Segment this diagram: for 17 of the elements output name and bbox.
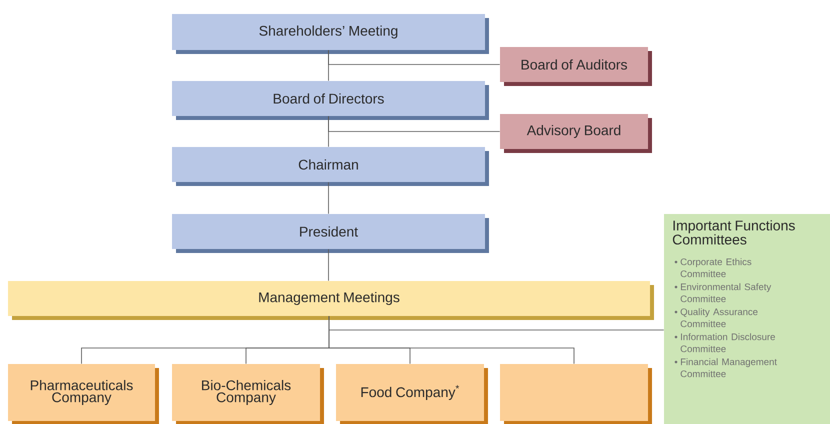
org-box: President: [172, 214, 489, 253]
side-box: Board of Auditors: [500, 47, 652, 86]
org-box: Chairman: [172, 147, 489, 186]
connector-line: [328, 316, 574, 364]
committee-panel: Important Functions Committees Corporate Ethics Committee Environmental Safety Committee Quality Assurance Committee Information Disclosure Committee Financial Management Committee: [664, 214, 830, 424]
connector-line: [328, 50, 500, 65]
company-box: Bio-Chemicals Company: [172, 364, 324, 424]
org-box: Shareholders’ Meeting: [172, 14, 489, 54]
company-box: Pharmaceuticals Company: [8, 364, 159, 424]
company-box: Food Company$^{*}$: [336, 364, 488, 424]
org-box: Board of Directors: [172, 81, 489, 120]
connector-line: [328, 182, 329, 214]
company-box: [500, 364, 652, 424]
meeting-bar: Management Meetings: [8, 281, 654, 320]
side-box: Advisory Board: [500, 114, 652, 153]
connector-line: [328, 248, 329, 282]
connector-line: [328, 116, 500, 132]
